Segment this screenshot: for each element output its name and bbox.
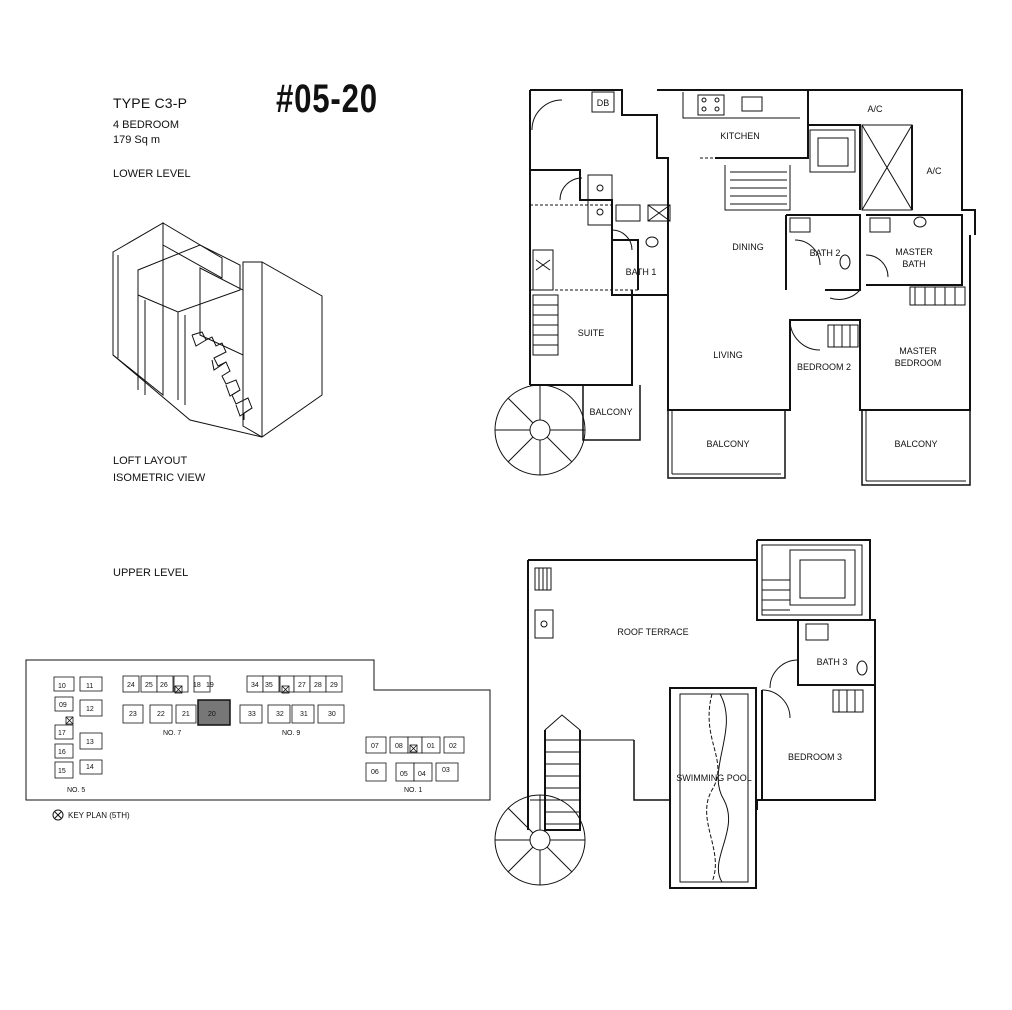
upper-level-plan [494, 539, 876, 889]
room-bedroom2: BEDROOM 2 [797, 362, 851, 372]
room-dining: DINING [732, 242, 764, 252]
room-bath3: BATH 3 [817, 657, 848, 667]
isometric-view [112, 222, 323, 438]
room-balcony-right: BALCONY [894, 439, 937, 449]
room-suite: SUITE [578, 328, 605, 338]
key-plan-legend: KEY PLAN (5TH) [68, 811, 130, 820]
room-living: LIVING [713, 350, 743, 360]
key-unit-25: 25 [145, 682, 153, 689]
key-unit-33: 33 [248, 711, 256, 718]
room-master-bedroom-line2: BEDROOM [895, 358, 942, 368]
key-unit-05: 05 [400, 771, 408, 778]
key-unit-27: 27 [298, 682, 306, 689]
key-unit-09: 09 [59, 702, 67, 709]
key-unit-02: 02 [449, 743, 457, 750]
key-unit-23: 23 [129, 711, 137, 718]
upper-level-label: UPPER LEVEL [113, 567, 189, 579]
unit-area: 179 Sq m [113, 134, 161, 146]
key-unit-07: 07 [371, 743, 379, 750]
isometric-view-label: ISOMETRIC VIEW [113, 472, 206, 484]
key-unit-13: 13 [86, 739, 94, 746]
key-unit-35: 35 [265, 682, 273, 689]
loft-layout-label: LOFT LAYOUT [113, 455, 188, 467]
key-unit-34: 34 [251, 682, 259, 689]
key-unit-30: 30 [328, 711, 336, 718]
key-unit-22: 22 [157, 711, 165, 718]
bedroom-count: 4 BEDROOM [113, 119, 180, 131]
lower-level-plan [494, 89, 976, 486]
room-ac-top: A/C [867, 104, 883, 114]
key-unit-29: 29 [330, 682, 338, 689]
key-unit-21: 21 [182, 711, 190, 718]
room-roof-terrace: ROOF TERRACE [617, 627, 688, 637]
key-unit-04: 04 [418, 771, 426, 778]
key-unit-10: 10 [58, 683, 66, 690]
room-master-bath-line2: BATH [902, 259, 925, 269]
room-bedroom3: BEDROOM 3 [788, 752, 842, 762]
key-unit-28: 28 [314, 682, 322, 689]
key-block-no1: NO. 1 [404, 787, 422, 794]
lower-level-label: LOWER LEVEL [113, 168, 191, 180]
key-unit-03: 03 [442, 767, 450, 774]
key-unit-26: 26 [160, 682, 168, 689]
room-bath2: BATH 2 [810, 248, 841, 258]
key-unit-32: 32 [276, 711, 284, 718]
room-db: DB [597, 98, 610, 108]
key-unit-16: 16 [58, 749, 66, 756]
key-block-no9: NO. 9 [282, 730, 300, 737]
key-plan-highlight-unit [197, 699, 231, 726]
key-unit-20: 20 [208, 711, 216, 718]
key-unit-06: 06 [371, 769, 379, 776]
key-unit-01: 01 [427, 743, 435, 750]
room-balcony-mid: BALCONY [706, 439, 749, 449]
room-ac-side: A/C [926, 166, 942, 176]
room-bath1: BATH 1 [626, 267, 657, 277]
room-master-bedroom-line1: MASTER [899, 346, 937, 356]
key-plan: 10 11 09 12 17 13 16 15 14 24 25 26 18 1… [25, 659, 491, 801]
room-balcony-small: BALCONY [589, 407, 632, 417]
unit-type: TYPE C3-P [113, 95, 188, 111]
lift-symbol-icon [52, 809, 64, 821]
key-unit-12: 12 [86, 706, 94, 713]
key-block-no7: NO. 7 [163, 730, 181, 737]
key-unit-14: 14 [86, 764, 94, 771]
key-unit-17: 17 [58, 730, 66, 737]
unit-number: #05-20 [276, 77, 378, 121]
room-kitchen: KITCHEN [720, 131, 760, 141]
key-block-no5: NO. 5 [67, 787, 85, 794]
key-unit-08: 08 [395, 743, 403, 750]
key-unit-31: 31 [300, 711, 308, 718]
key-unit-24: 24 [127, 682, 135, 689]
key-unit-18: 18 [193, 682, 201, 689]
key-unit-11: 11 [86, 683, 93, 690]
room-master-bath-line1: MASTER [895, 247, 933, 257]
room-swimming-pool: SWIMMING POOL [676, 773, 752, 783]
key-unit-15: 15 [58, 768, 66, 775]
key-unit-19: 19 [206, 682, 214, 689]
